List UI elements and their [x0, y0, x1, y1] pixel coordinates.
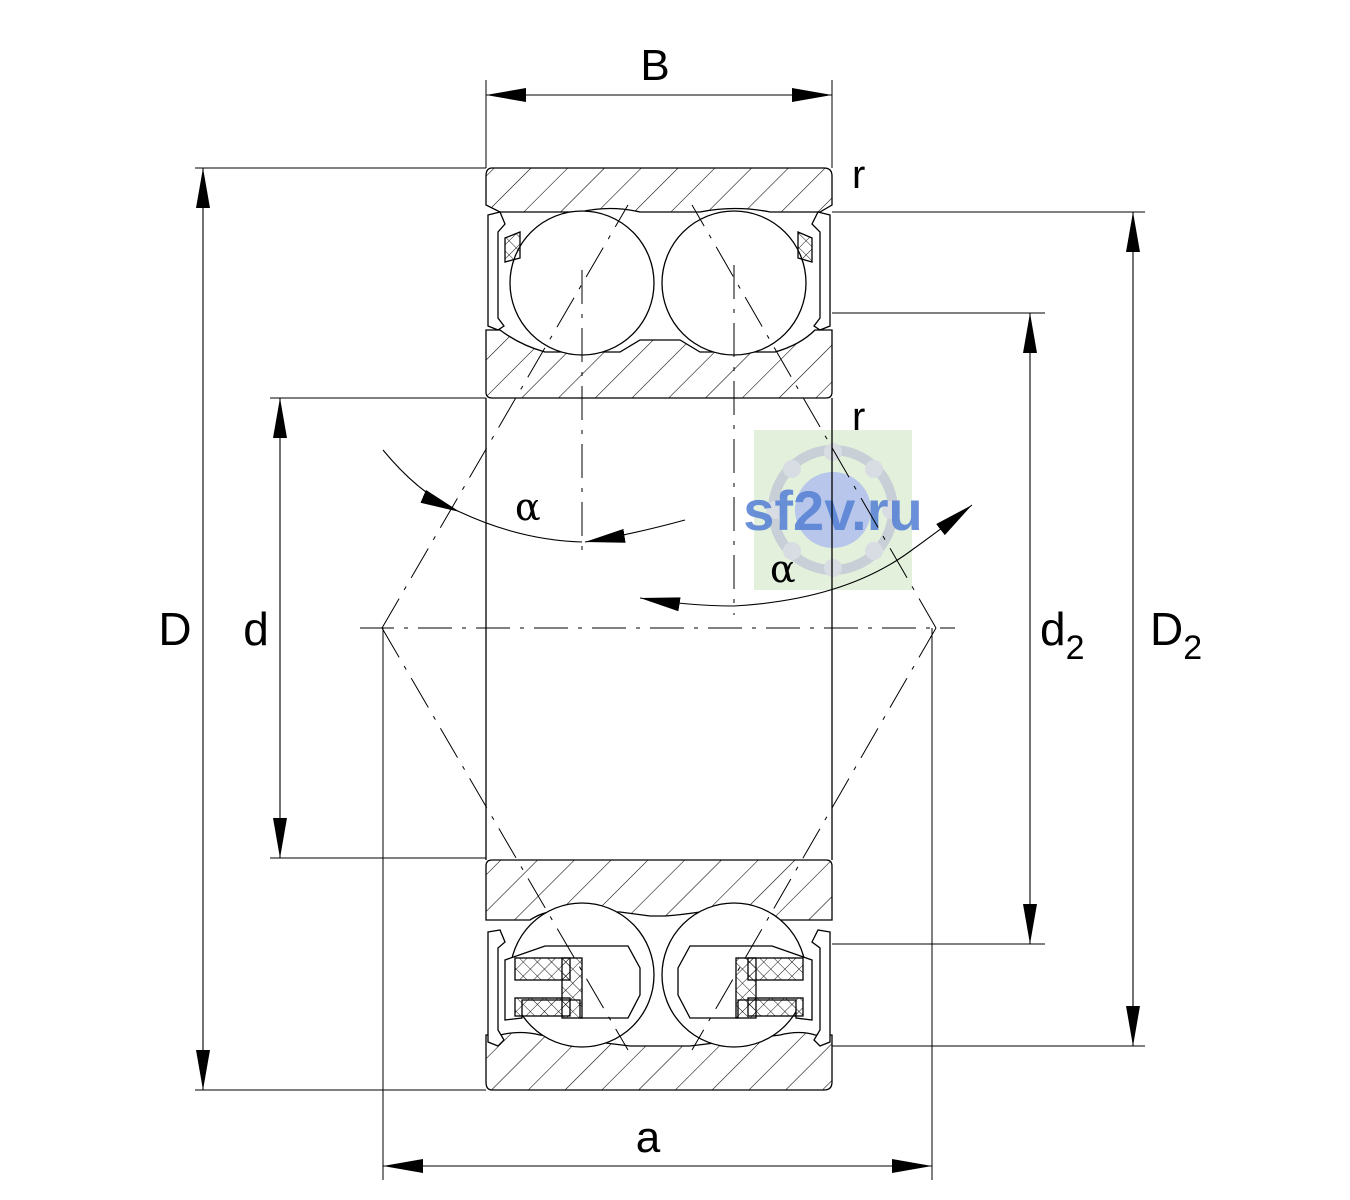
label-d: d: [243, 603, 269, 655]
label-d2: d2: [1040, 603, 1085, 667]
label-D: D: [158, 603, 191, 655]
labels: B D d d2 D2 a r r α α: [158, 41, 1202, 1162]
watermark: sf2v.ru: [743, 430, 923, 590]
label-r-inner: r: [852, 395, 865, 439]
label-alpha-right: α: [770, 547, 796, 591]
inner-ring-lower: [485, 859, 833, 921]
label-r-top: r: [852, 153, 865, 197]
outer-ring-lower: [485, 1031, 833, 1091]
centerlines: [360, 204, 955, 1051]
cage-upper-right: [797, 231, 813, 263]
label-B: B: [640, 41, 669, 90]
seal-lower-left: [487, 929, 506, 1047]
seal-upper-right: [811, 211, 831, 331]
label-alpha-left: α: [515, 485, 541, 529]
dimension-lines: [196, 88, 1140, 1173]
bore-outline: [485, 398, 833, 860]
outer-ring-upper: [485, 167, 833, 213]
balls: [509, 210, 807, 1048]
angle-arcs: [382, 449, 973, 612]
angle-arc-right: [639, 597, 735, 612]
seal-upper-left: [487, 211, 506, 331]
watermark-text: sf2v.ru: [743, 479, 922, 542]
cage-upper-left: [504, 231, 521, 263]
angle-arc-left: [382, 449, 461, 513]
label-a: a: [636, 1113, 661, 1162]
extension-lines: [195, 80, 1145, 1180]
label-D2: D2: [1150, 603, 1202, 667]
seal-lower-right: [811, 929, 831, 1047]
inner-ring-upper: [485, 329, 833, 399]
seals: [487, 211, 831, 1047]
